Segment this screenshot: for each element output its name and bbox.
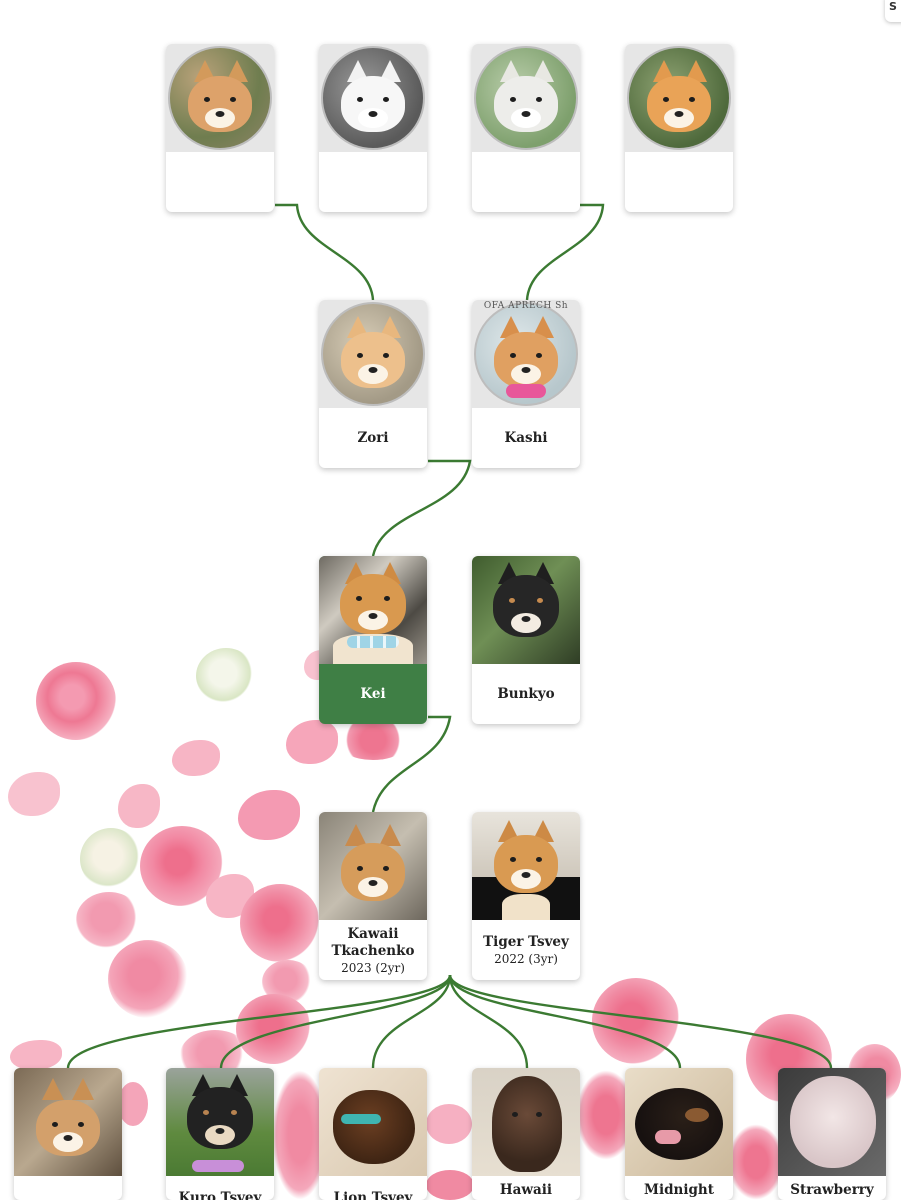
- pedigree-card-puppy[interactable]: [14, 1068, 122, 1200]
- shiba-white-dog-photo: [321, 46, 425, 150]
- dog-birth-year: 2023 (2yr): [341, 961, 405, 975]
- pedigree-card-bunkyo[interactable]: Bunkyo: [472, 556, 580, 724]
- shiba-black-puppy-photo: [166, 1068, 274, 1176]
- connector-line: [371, 715, 452, 813]
- shiba-newborn-puppy-photo: [472, 1068, 580, 1176]
- share-icon: S: [889, 0, 897, 13]
- shiba-black-tan-dog-photo: [472, 556, 580, 664]
- pedigree-card-great-grandparent[interactable]: [166, 44, 274, 212]
- dog-photo: [166, 44, 274, 152]
- dog-name-text: Tiger Tsvey: [483, 934, 569, 950]
- shiba-newborn-puppy-photo: [778, 1068, 886, 1176]
- share-button[interactable]: S: [885, 0, 901, 22]
- dog-name: Strawberry: [790, 1182, 874, 1198]
- dog-name-text: Kawaii Tkachenko: [331, 926, 415, 959]
- shiba-newborn-puppy-photo: [625, 1068, 733, 1176]
- dog-name: Kuro Tsvey: [178, 1190, 262, 1200]
- pedigree-card-hawaii-shima[interactable]: Hawaii Shima: [472, 1068, 580, 1200]
- shiba-red-dog-photo: [319, 812, 427, 920]
- dog-birth-year: 2022 (3yr): [494, 952, 558, 966]
- dog-name: Kei: [360, 686, 386, 702]
- pedigree-card-lion-tsvey[interactable]: Lion Tsvey: [319, 1068, 427, 1200]
- pedigree-card-great-grandparent[interactable]: [625, 44, 733, 212]
- dog-name: Lion Tsvey: [333, 1190, 413, 1200]
- dog-photo: [319, 300, 427, 408]
- shiba-red-dog-photo: [474, 302, 578, 406]
- pedigree-card-kei[interactable]: Kei: [319, 556, 427, 724]
- shiba-red-dog-photo: [627, 46, 731, 150]
- connector-line: [371, 459, 472, 557]
- pedigree-card-tiger-tsvey[interactable]: Tiger Tsvey 2022 (3yr): [472, 812, 580, 980]
- pedigree-card-kuro-tsvey[interactable]: Kuro Tsvey: [166, 1068, 274, 1200]
- shiba-red-puppy-photo: [14, 1068, 122, 1176]
- dog-name: Kashi: [504, 430, 548, 446]
- dog-name: Midnight: [644, 1182, 714, 1198]
- pedigree-card-midnight[interactable]: Midnight: [625, 1068, 733, 1200]
- connector-line: [448, 974, 833, 1069]
- dog-name: Bunkyo: [497, 686, 555, 702]
- photo-banner-text: OFA APRECH Sh: [483, 301, 569, 311]
- dog-photo: OFA APRECH Sh: [472, 300, 580, 408]
- connector-line: [448, 974, 529, 1069]
- connector-line: [371, 974, 452, 1069]
- pedigree-card-kawaii-tkachenko[interactable]: Kawaii Tkachenko 2023 (2yr): [319, 812, 427, 980]
- shiba-newborn-puppy-photo: [319, 1068, 427, 1176]
- dog-photo: [625, 44, 733, 152]
- shiba-red-dog-photo: [319, 556, 427, 664]
- connector-line: [448, 974, 682, 1069]
- dog-name: Tiger Tsvey 2022 (3yr): [472, 934, 580, 968]
- pedigree-card-great-grandparent[interactable]: [319, 44, 427, 212]
- dog-photo: [472, 44, 580, 152]
- dog-name: Kawaii Tkachenko 2023 (2yr): [319, 926, 427, 977]
- dog-name: Zori: [357, 430, 389, 446]
- shiba-white-dog-photo: [474, 46, 578, 150]
- dog-name: Hawaii Shima: [499, 1182, 553, 1200]
- connector-line: [525, 203, 605, 301]
- pedigree-card-zori[interactable]: Zori: [319, 300, 427, 468]
- pedigree-card-kashi[interactable]: OFA APRECH Sh Kashi: [472, 300, 580, 468]
- dog-photo: [319, 44, 427, 152]
- shiba-red-dog-photo: [472, 812, 580, 920]
- shiba-red-dog-photo: [168, 46, 272, 150]
- shiba-cream-dog-photo: [321, 302, 425, 406]
- pedigree-card-strawberry[interactable]: Strawberry: [778, 1068, 886, 1200]
- pedigree-card-great-grandparent[interactable]: [472, 44, 580, 212]
- connector-line: [275, 203, 375, 301]
- connector-line: [66, 974, 452, 1069]
- connector-line: [219, 974, 452, 1069]
